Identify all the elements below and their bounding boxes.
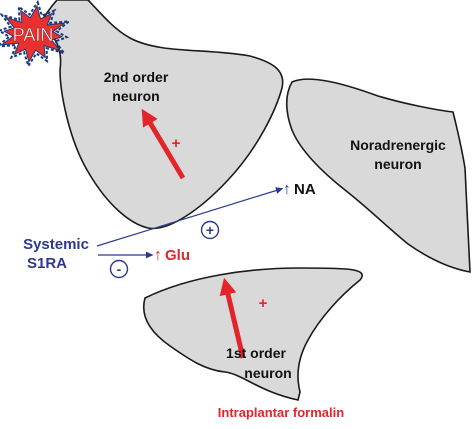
- s1ra-to-na-arrow: [96, 187, 284, 247]
- first-order-neuron-shape: [143, 267, 363, 401]
- minus-circle-sign: -: [117, 261, 122, 277]
- noradrenergic-neuron-shape: [285, 78, 471, 273]
- na-increase-arrow: ↑: [283, 181, 291, 198]
- noradrenergic-neuron-label-line1: Noradrenergic: [350, 137, 446, 153]
- plus-circle-sign: +: [206, 222, 214, 238]
- noradrenergic-neuron-label-line2: neuron: [374, 156, 421, 172]
- glu-increase-arrow: ↑: [154, 247, 162, 264]
- na-label: NA: [294, 181, 316, 198]
- pain-burst-icon: PAIN: [0, 0, 73, 69]
- stimulus-label: Intraplantar formalin: [218, 405, 344, 420]
- first-order-activity-arrow: [219, 277, 246, 359]
- second-order-neuron-label-line1: 2nd order: [104, 69, 169, 85]
- second-order-activity-arrow: [141, 108, 186, 180]
- minus-circle: [109, 259, 129, 279]
- second-order-activity-sign: +: [172, 135, 181, 152]
- drug-label-line1: Systemic: [23, 236, 89, 253]
- first-order-neuron-label-line1: 1st order: [226, 345, 286, 361]
- glu-label: Glu: [165, 247, 190, 264]
- drug-label-line2: S1RA: [27, 255, 67, 272]
- plus-circle: [200, 220, 220, 240]
- second-order-neuron-label-line2: neuron: [112, 88, 159, 104]
- pain-label: PAIN: [13, 25, 54, 45]
- second-order-neuron-shape: [38, 0, 284, 230]
- first-order-activity-sign: +: [259, 295, 268, 312]
- first-order-neuron-label-line2: neuron: [244, 365, 291, 381]
